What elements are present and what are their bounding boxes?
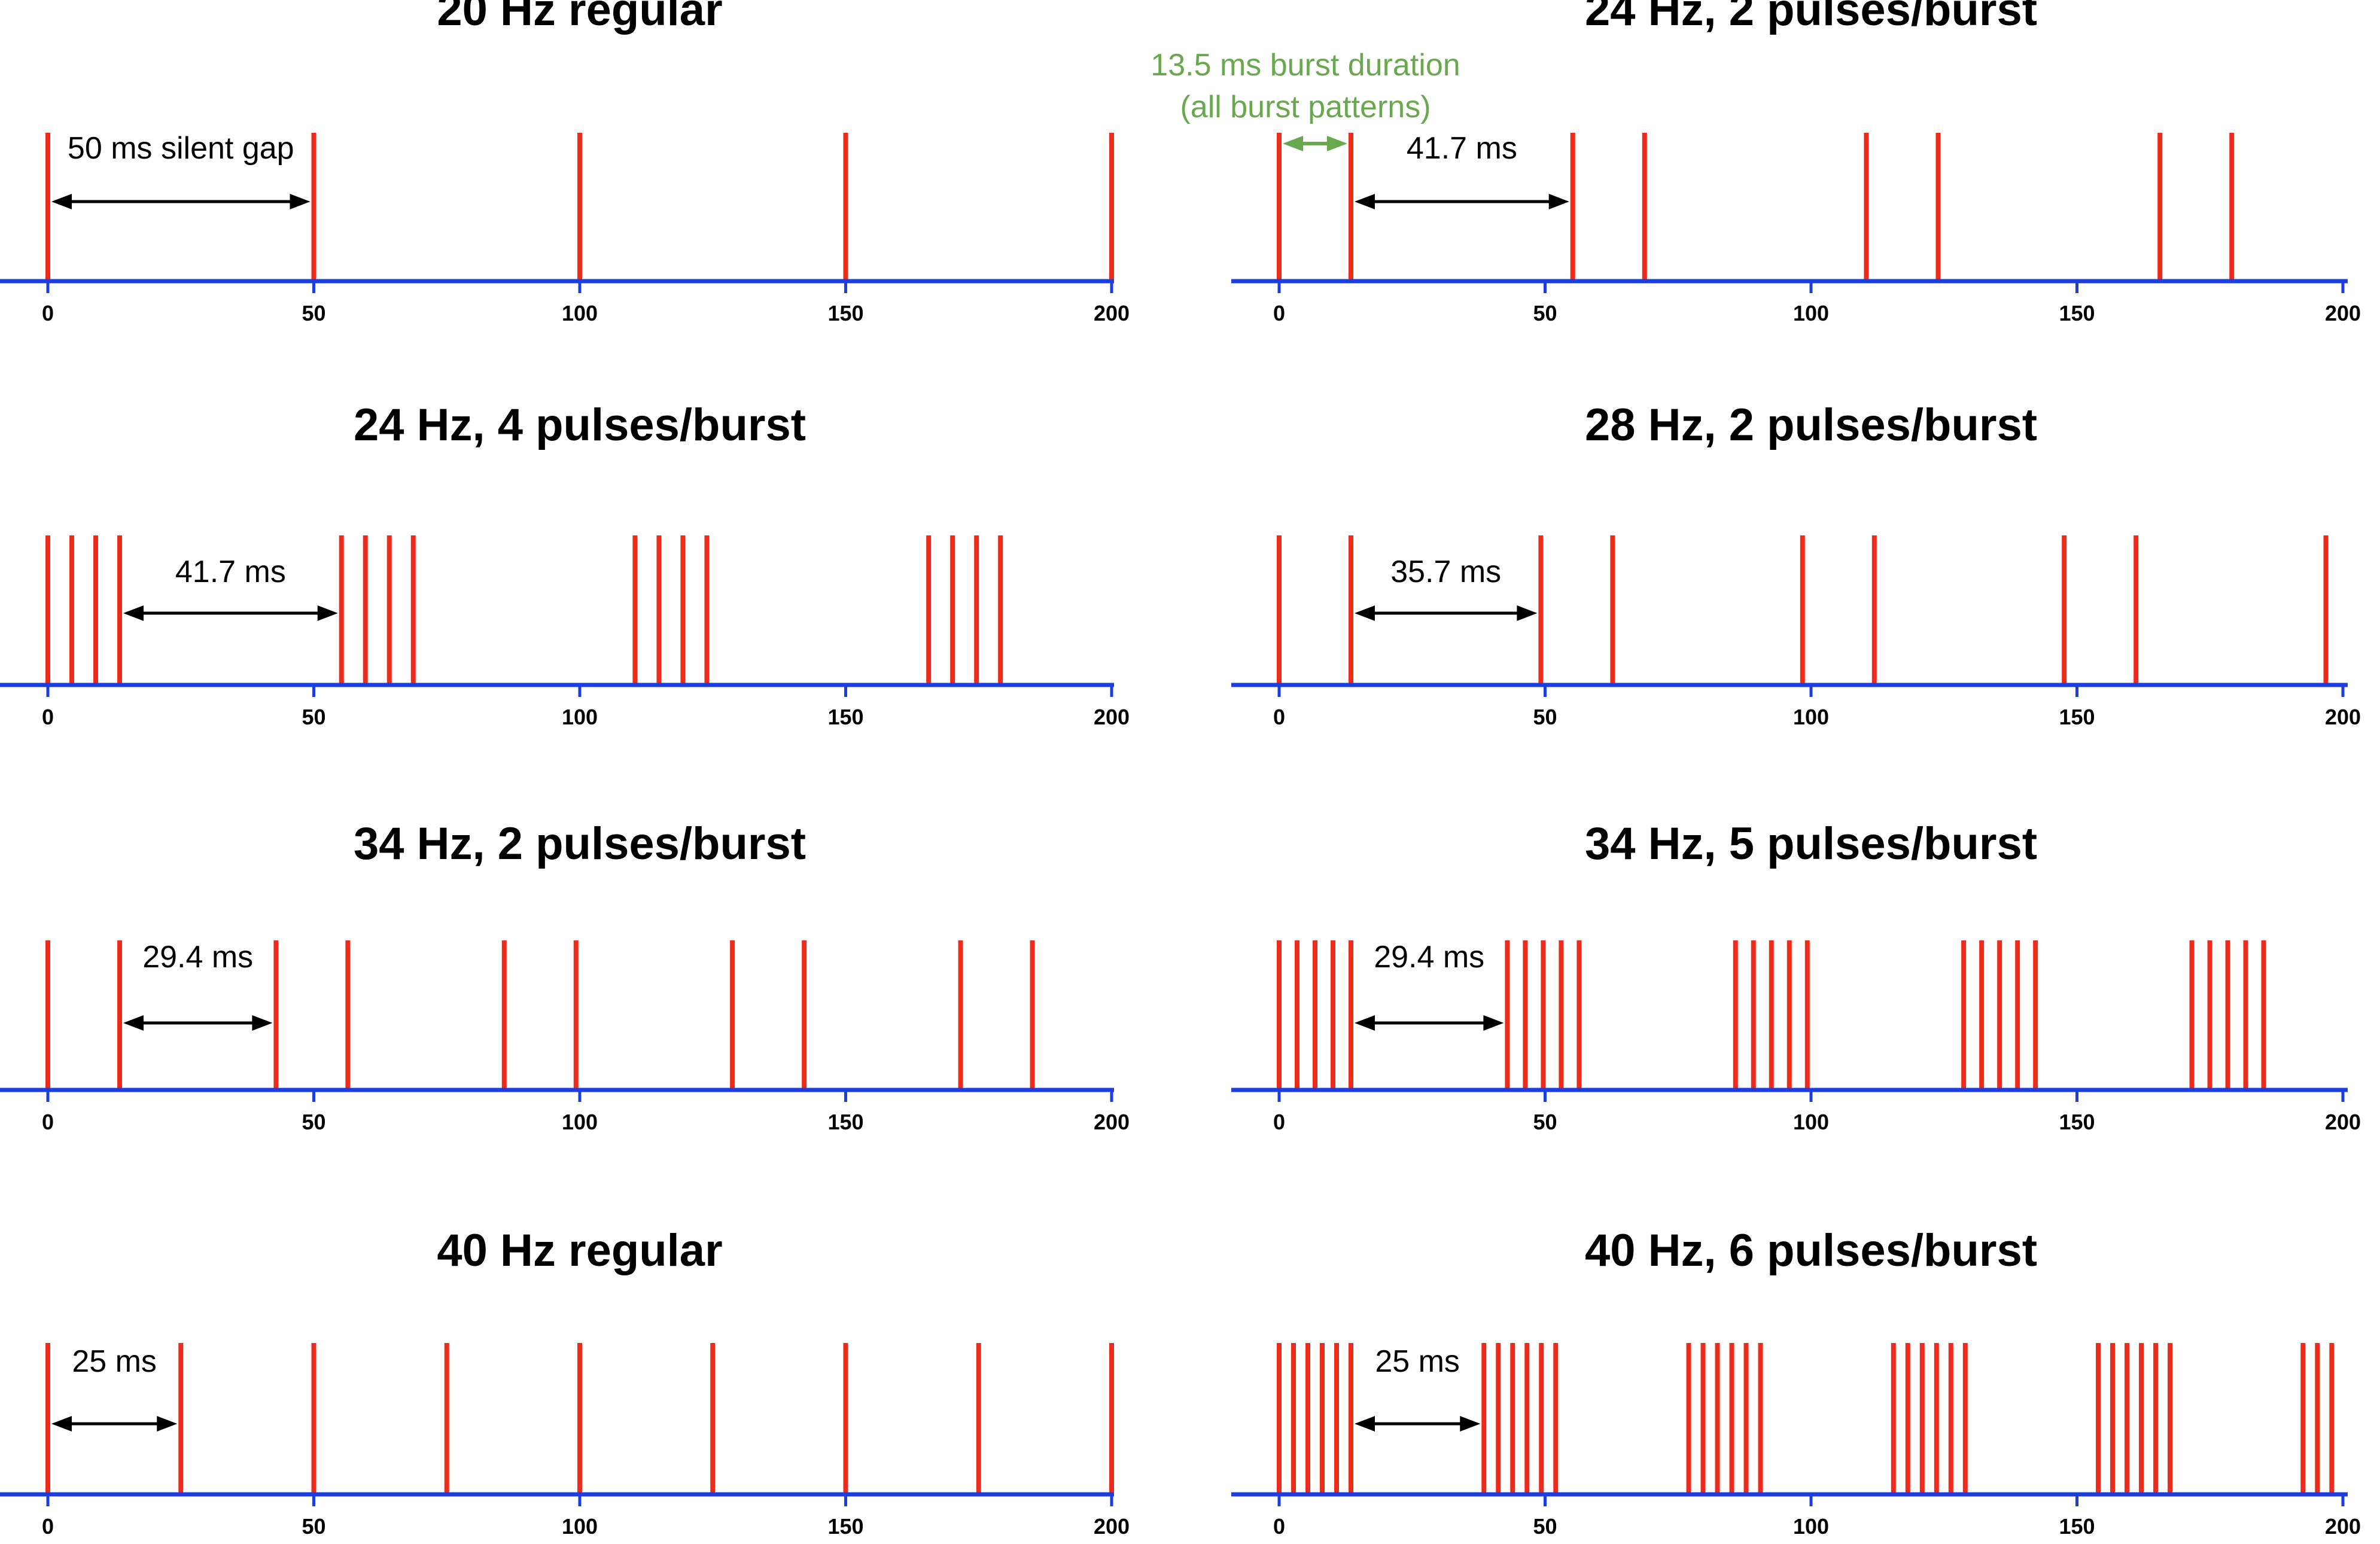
- gap-arrow: [123, 605, 338, 621]
- arrow-head: [1327, 136, 1348, 151]
- tick-label: 50: [1533, 1514, 1557, 1539]
- tick-label: 150: [2059, 301, 2095, 325]
- gap-arrow: [1355, 194, 1569, 209]
- arrow-head: [1548, 194, 1569, 209]
- tick-label: 150: [2059, 1514, 2095, 1539]
- arrow-head: [1283, 136, 1303, 151]
- tick-label: 50: [302, 1514, 325, 1539]
- gap-label: 41.7 ms: [175, 555, 286, 589]
- tick-label: 150: [827, 1110, 863, 1134]
- tick-label: 150: [827, 301, 863, 325]
- gap-label: 35.7 ms: [1390, 555, 1501, 589]
- tick-label: 50: [1533, 301, 1557, 325]
- tick-label: 100: [1793, 301, 1829, 325]
- arrow-head: [1355, 1416, 1375, 1432]
- panel-title: 20 Hz regular: [437, 0, 722, 35]
- tick-label: 50: [1533, 705, 1557, 729]
- arrow-head: [123, 1015, 144, 1031]
- tick-label: 0: [1273, 1110, 1285, 1134]
- tick-label: 0: [42, 705, 54, 729]
- arrow-head: [51, 1416, 72, 1432]
- tick-label: 50: [1533, 1110, 1557, 1134]
- gap-arrow: [1355, 1416, 1481, 1432]
- gap-arrow: [51, 1416, 178, 1432]
- panel-5: 34 Hz, 2 pulses/burst 0 50 100 150 200 29.4 ms: [0, 818, 1130, 1134]
- arrow-head: [123, 605, 144, 621]
- arrow-head: [1355, 1015, 1375, 1031]
- panel-title: 40 Hz, 6 pulses/burst: [1585, 1225, 2037, 1276]
- gap-arrow: [51, 194, 311, 209]
- tick-label: 150: [827, 1514, 863, 1539]
- tick-label: 150: [2059, 705, 2095, 729]
- panel-title: 34 Hz, 5 pulses/burst: [1585, 818, 2037, 869]
- burst-duration-arrow: [1283, 136, 1348, 151]
- arrow-head: [1483, 1015, 1504, 1031]
- tick-label: 0: [1273, 301, 1285, 325]
- tick-label: 50: [302, 1110, 325, 1134]
- tick-label: 200: [2325, 705, 2361, 729]
- gap-label: 29.4 ms: [1374, 940, 1484, 974]
- tick-label: 100: [1793, 1110, 1829, 1134]
- tick-label: 100: [562, 1514, 598, 1539]
- arrow-head: [1355, 194, 1375, 209]
- panel-title: 34 Hz, 2 pulses/burst: [354, 818, 806, 869]
- panel-6: 34 Hz, 5 pulses/burst 0 50 100 150 200 29.4 ms: [1231, 818, 2361, 1134]
- panel-3: 24 Hz, 4 pulses/burst 0 50 100 150 200 41.7 ms: [0, 400, 1130, 729]
- panel-title: 24 Hz, 4 pulses/burst: [354, 400, 806, 450]
- tick-label: 100: [562, 301, 598, 325]
- gap-arrow: [1355, 605, 1538, 621]
- panel-title: 40 Hz regular: [437, 1225, 722, 1276]
- gap-label: 25 ms: [1375, 1344, 1460, 1379]
- arrow-head: [252, 1015, 273, 1031]
- arrow-head: [1460, 1416, 1481, 1432]
- panel-title: 28 Hz, 2 pulses/burst: [1585, 400, 2037, 450]
- tick-label: 200: [1094, 301, 1130, 325]
- tick-label: 200: [1094, 705, 1130, 729]
- gap-label: 29.4 ms: [142, 940, 253, 974]
- arrow-head: [51, 194, 72, 209]
- panel-8: 40 Hz, 6 pulses/burst 0 50 100 150 200 25 ms: [1231, 1225, 2361, 1539]
- panel-4: 28 Hz, 2 pulses/burst 0 50 100 150 200 35.7 ms: [1231, 400, 2361, 729]
- tick-label: 100: [1793, 1514, 1829, 1539]
- arrow-head: [1355, 605, 1375, 621]
- note-line-1: 13.5 ms burst duration: [1151, 48, 1460, 83]
- burst-duration-note: 13.5 ms burst duration (all burst patter…: [1151, 48, 1460, 124]
- panel-title: 24 Hz, 2 pulses/burst: [1585, 0, 2037, 35]
- gap-label: 41.7 ms: [1407, 131, 1517, 166]
- tick-label: 200: [1094, 1110, 1130, 1134]
- tick-label: 0: [42, 1110, 54, 1134]
- tick-label: 0: [42, 301, 54, 325]
- tick-label: 150: [827, 705, 863, 729]
- panel-1: 20 Hz regular 0 50 100 150 200 50 ms silent ga…: [0, 0, 1130, 325]
- panel-7: 40 Hz regular 0 50 100 150 200 25 ms: [0, 1225, 1130, 1539]
- tick-label: 0: [1273, 1514, 1285, 1539]
- panel-2: 24 Hz, 2 pulses/burst 0 50 100 150 200 41.7 ms: [1231, 0, 2361, 325]
- tick-label: 200: [2325, 301, 2361, 325]
- note-line-2: (all burst patterns): [1180, 90, 1431, 124]
- tick-label: 100: [562, 705, 598, 729]
- gap-arrow: [1355, 1015, 1504, 1031]
- tick-label: 200: [2325, 1514, 2361, 1539]
- arrow-head: [1517, 605, 1538, 621]
- tick-label: 100: [1793, 705, 1829, 729]
- arrow-head: [317, 605, 338, 621]
- tick-label: 150: [2059, 1110, 2095, 1134]
- tick-label: 50: [302, 301, 325, 325]
- gap-arrow: [123, 1015, 273, 1031]
- gap-label: 50 ms silent gap: [68, 131, 294, 166]
- arrow-head: [290, 194, 311, 209]
- tick-label: 0: [42, 1514, 54, 1539]
- gap-label: 25 ms: [72, 1344, 157, 1379]
- tick-label: 200: [2325, 1110, 2361, 1134]
- tick-label: 0: [1273, 705, 1285, 729]
- tick-label: 200: [1094, 1514, 1130, 1539]
- tick-label: 100: [562, 1110, 598, 1134]
- arrow-head: [157, 1416, 178, 1432]
- tick-label: 50: [302, 705, 325, 729]
